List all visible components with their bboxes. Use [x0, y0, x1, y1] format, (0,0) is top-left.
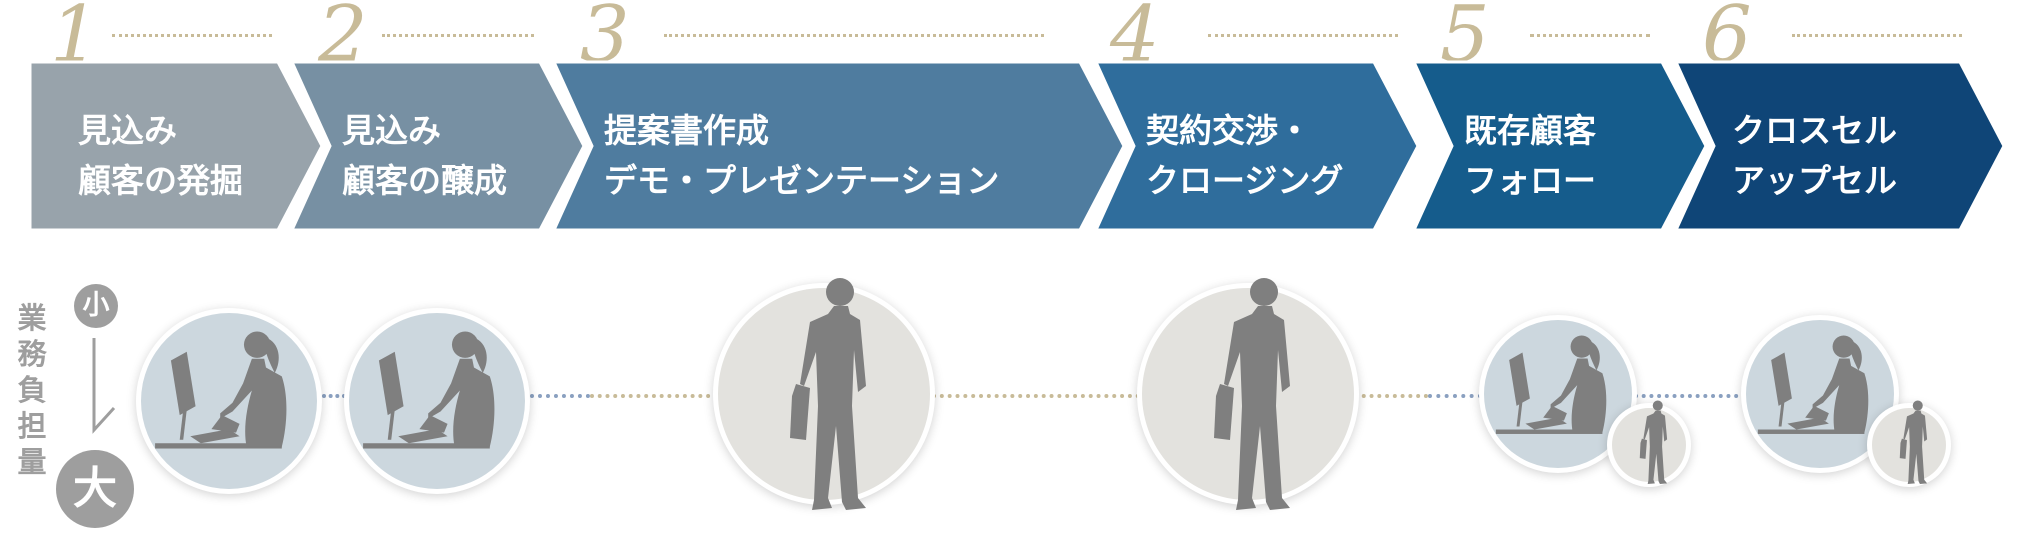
workload-scale-arrow-icon — [92, 338, 116, 434]
step-label-line: デモ・プレゼンテーション — [604, 161, 1000, 200]
step-arrow-6: クロスセル アップセル — [1673, 60, 2006, 232]
step-label-line: クロスセル — [1732, 111, 1897, 150]
step-number-line — [664, 34, 1044, 37]
workload-label-char: 務 — [17, 337, 47, 371]
connector-line — [322, 394, 346, 398]
step-label-line: 見込み — [342, 111, 441, 150]
desk-worker-figure — [1757, 335, 1869, 434]
step-number-line — [1530, 34, 1650, 37]
step-label-line: 見込み — [78, 111, 177, 150]
step-label-5: 既存顧客 フォロー — [1464, 106, 1596, 206]
field-worker-figure — [790, 278, 866, 510]
step-arrow-5: 既存顧客 フォロー — [1411, 60, 1708, 232]
workload-label-char: 負 — [17, 373, 47, 407]
step-label-line: フォロー — [1464, 161, 1596, 200]
desk-worker-figure — [1495, 335, 1607, 434]
connector-line — [1634, 394, 1746, 398]
workload-label: 業 務 負 担 量 — [14, 300, 50, 480]
connector-line — [590, 394, 718, 398]
step-arrow-1: 見込み 顧客の発掘 — [28, 60, 324, 232]
field-worker-figure — [1214, 278, 1290, 510]
desk-worker-figure — [363, 331, 495, 449]
step-number-line — [1208, 34, 1398, 37]
connector-line — [530, 394, 590, 398]
workload-label-char: 担 — [17, 409, 47, 443]
workload-label-char: 業 — [17, 301, 47, 335]
chevron-shape — [28, 60, 324, 232]
field-worker-small-figure — [1639, 400, 1668, 485]
connector-line — [1428, 394, 1482, 398]
connector-line — [932, 394, 1140, 398]
desk-worker-icon — [1484, 320, 1632, 468]
step-label-6: クロスセル アップセル — [1732, 106, 1897, 206]
step-arrow-2: 見込み 顧客の醸成 — [289, 60, 586, 232]
step-label-line: 顧客の発掘 — [78, 161, 243, 200]
chevron-shape — [1093, 60, 1420, 232]
step-label-line: 既存顧客 — [1464, 111, 1596, 150]
workload-large-badge: 大 — [56, 450, 134, 528]
step-label-line: クロージング — [1146, 161, 1344, 200]
desk-worker-icon — [1746, 320, 1894, 468]
step-label-4: 契約交渉・ クロージング — [1146, 106, 1343, 206]
chevron-shape — [289, 60, 586, 232]
step-number-line — [1792, 34, 1962, 37]
step-label-1: 見込み 顧客の発掘 — [78, 106, 243, 206]
chevron-shape — [1411, 60, 1708, 232]
step-number-line — [382, 34, 534, 37]
step-arrow-3: 提案書作成 デモ・プレゼンテーション — [551, 60, 1126, 232]
chevron-shape — [551, 60, 1126, 232]
workload-small-badge: 小 — [74, 284, 118, 328]
step-label-3: 提案書作成 デモ・プレゼンテーション — [604, 106, 999, 206]
desk-worker-icon — [349, 313, 525, 489]
step-arrow-4: 契約交渉・ クロージング — [1093, 60, 1420, 232]
workload-label-char: 量 — [17, 445, 47, 479]
desk-worker-figure — [155, 331, 287, 449]
step-number-line — [112, 34, 272, 37]
desk-worker-icon — [141, 313, 317, 489]
connector-line — [1354, 394, 1428, 398]
chevron-shape — [1673, 60, 2006, 232]
step-label-line: アップセル — [1732, 161, 1897, 200]
step-label-line: 顧客の醸成 — [342, 161, 507, 200]
field-worker-small-figure — [1899, 400, 1928, 485]
step-label-2: 見込み 顧客の醸成 — [342, 106, 507, 206]
step-label-line: 契約交渉・ — [1146, 111, 1311, 150]
step-label-line: 提案書作成 — [604, 111, 769, 150]
